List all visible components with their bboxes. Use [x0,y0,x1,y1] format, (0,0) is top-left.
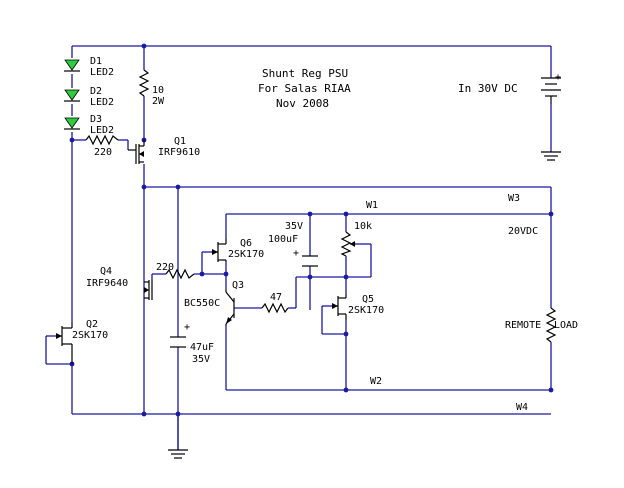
led-d2 [64,89,80,102]
jfet-q5 [332,294,347,320]
led-d1 [64,59,80,72]
led-d3 [64,117,80,130]
resistor-10 [138,69,150,97]
w1-label: W1 [366,200,378,211]
c47-plus: + [184,322,190,333]
mosfet-q1 [128,140,145,164]
ground-main-icon [168,449,188,459]
c100-voltage: 35V [285,221,303,232]
q2-part: 2SK170 [72,330,108,341]
title-line-2: For Salas RIAA [258,82,351,95]
q1-ref: Q1 [174,136,186,147]
q6-part: 2SK170 [228,249,264,260]
q4-ref: Q4 [100,266,112,277]
junctions [69,43,554,417]
title-line-3: Nov 2008 [276,97,329,110]
resistor-220-q1 [85,134,119,146]
load-label-remote: REMOTE [505,320,541,331]
output-label: 20VDC [508,226,538,237]
q3-part: BC550C [184,298,220,309]
c100-plus: + [293,248,299,259]
c47-voltage: 35V [192,354,210,365]
remote-load-resistor [545,307,557,343]
r220-q4-value: 220 [156,262,174,273]
capacitor-47uf [170,336,186,348]
q5-ref: Q5 [362,294,374,305]
battery-30v [541,77,561,104]
d2-value: LED2 [90,97,114,108]
jfet-q6 [212,238,227,262]
d3-ref: D3 [90,114,102,125]
resistor-47 [261,302,289,314]
title-line-1: Shunt Reg PSU [262,67,348,80]
d1-value: LED2 [90,67,114,78]
jfet-q2 [56,322,73,364]
source-label: In 30V DC [458,82,518,95]
r47-value: 47 [270,292,282,303]
c47-value: 47uF [190,342,214,353]
w2-label: W2 [370,376,382,387]
w3-label: W3 [508,193,520,204]
r10-rating: 2W [152,96,165,107]
r220-q1-value: 220 [94,147,112,158]
d3-value: LED2 [90,125,114,136]
capacitor-100uf [302,255,318,267]
pot-value: 10k [354,221,372,232]
potentiometer-10k [340,231,356,257]
ground-battery-icon [541,151,561,161]
battery-plus: + [555,72,561,83]
resistor-220-q4 [165,268,195,280]
q5-part: 2SK170 [348,305,384,316]
mosfet-q4 [144,280,153,300]
w4-label: W4 [516,402,528,413]
load-label-load: LOAD [554,320,578,331]
q3-ref: Q3 [232,280,244,291]
c100-value: 100uF [268,234,298,245]
bjt-q3 [225,290,235,326]
q6-ref: Q6 [240,238,252,249]
q1-part: IRF9610 [158,147,200,158]
q4-part: IRF9640 [86,278,128,289]
d1-ref: D1 [90,56,102,67]
q2-ref: Q2 [86,319,98,330]
d2-ref: D2 [90,86,102,97]
r10-value: 10 [152,85,164,96]
